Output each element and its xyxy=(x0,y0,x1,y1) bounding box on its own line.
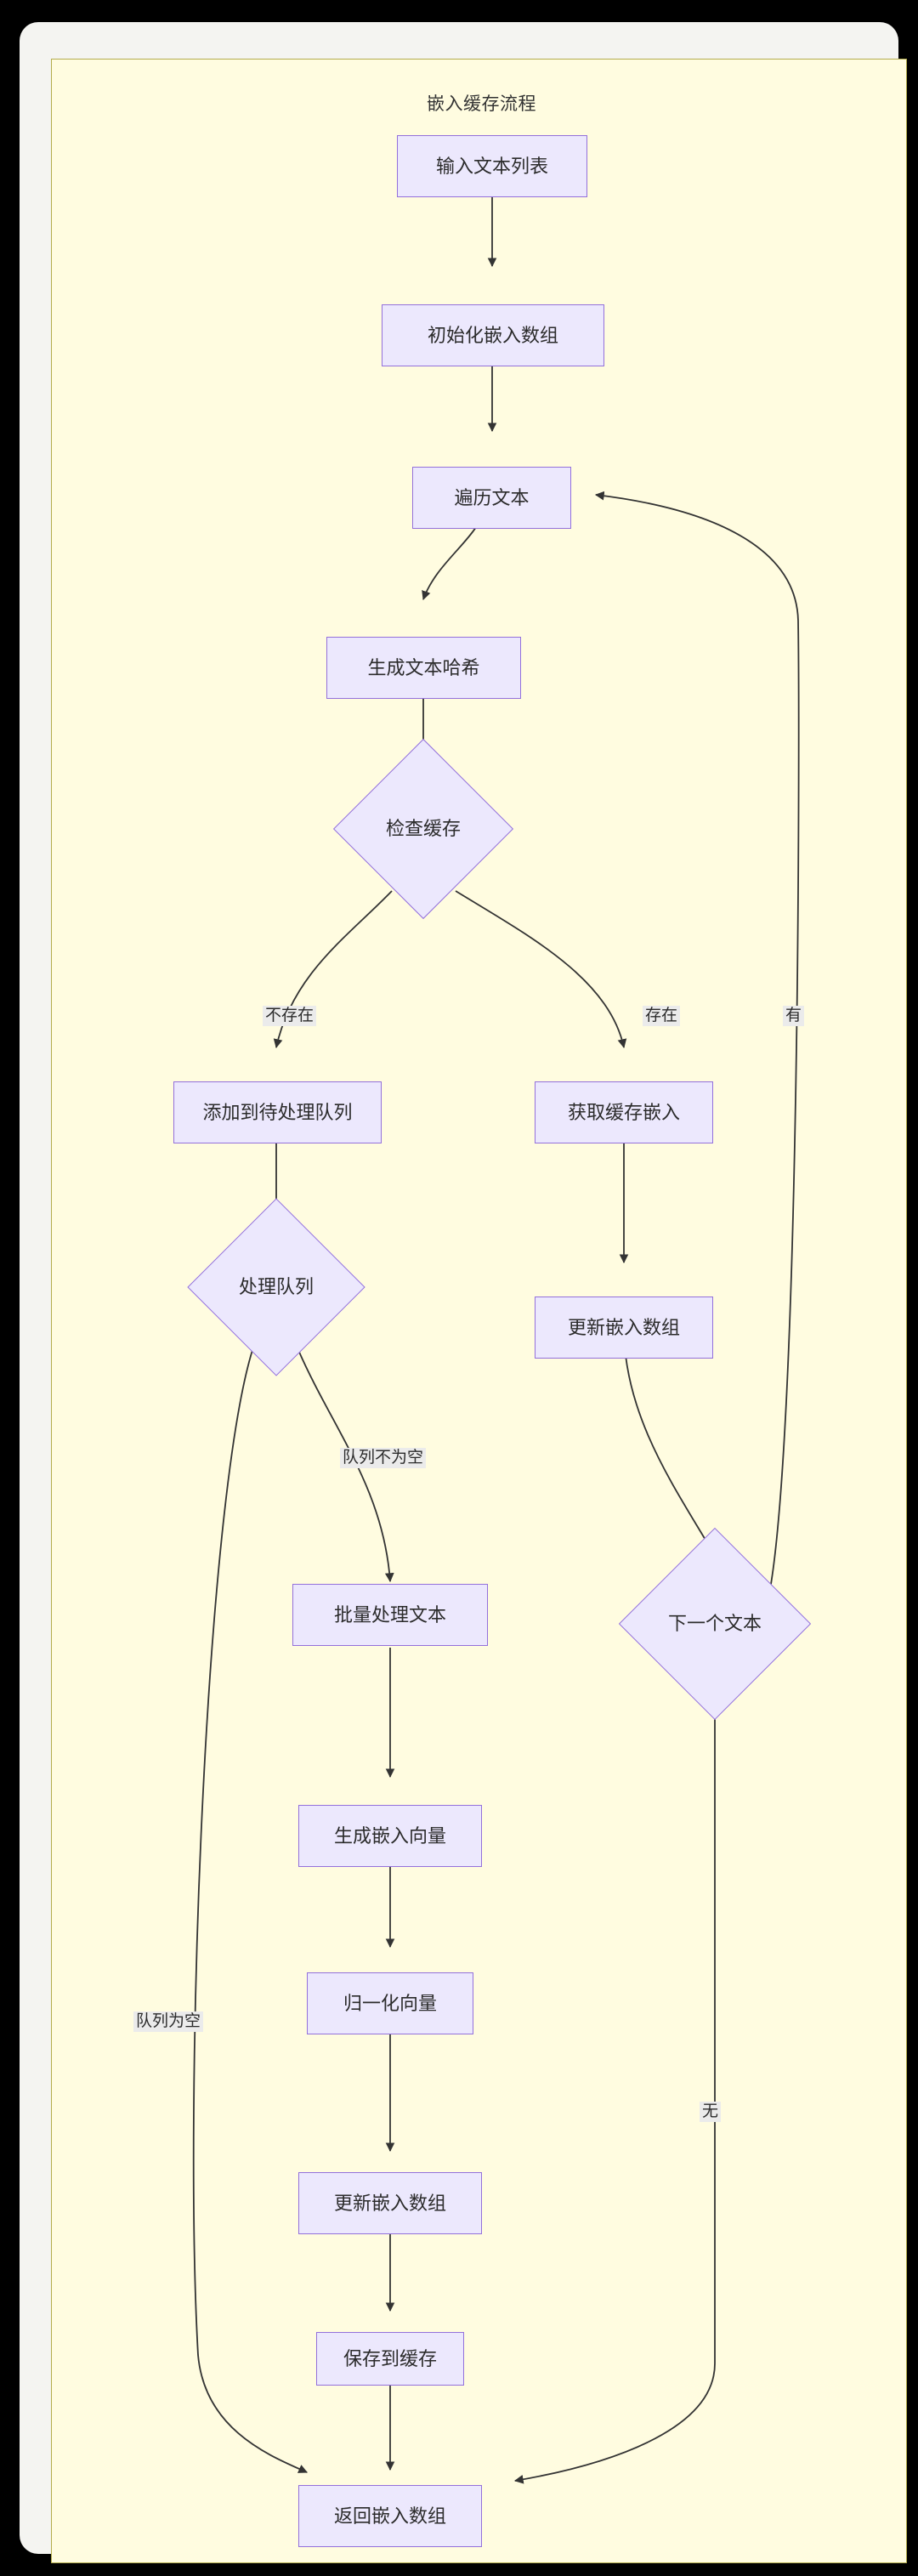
node-label: 输入文本列表 xyxy=(435,155,548,177)
node-add-to-queue[interactable]: 添加到待处理队列 xyxy=(173,1081,382,1143)
node-label: 生成文本哈希 xyxy=(367,656,480,678)
edge-check-to-cached xyxy=(455,890,627,1049)
node-label: 更新嵌入数组 xyxy=(333,2192,446,2214)
node-init-array[interactable]: 初始化嵌入数组 xyxy=(382,304,604,366)
node-label: 处理队列 xyxy=(238,1276,314,1297)
edge-next-to-iterate xyxy=(594,491,800,1616)
diagram-title: 嵌入缓存流程 xyxy=(427,94,536,114)
edge-next-to-return xyxy=(513,1675,716,2484)
edge-label-not-exists: 不存在 xyxy=(263,1006,317,1026)
node-update-array-left[interactable]: 更新嵌入数组 xyxy=(298,2172,482,2234)
node-label: 获取缓存嵌入 xyxy=(567,1101,680,1123)
node-label: 检查缓存 xyxy=(385,818,461,839)
edge-label-no-next: 无 xyxy=(700,2102,722,2122)
edge-label-queue-empty: 队列为空 xyxy=(133,2011,204,2032)
window-frame: 嵌入缓存流程 xyxy=(20,22,907,2563)
node-label: 下一个文本 xyxy=(667,1613,762,1634)
node-next-text[interactable]: 下一个文本 xyxy=(618,1527,812,1721)
edge-label-exists: 存在 xyxy=(643,1006,681,1026)
edge-update-to-next xyxy=(623,1327,716,1557)
node-return-array[interactable]: 返回嵌入数组 xyxy=(298,2485,482,2547)
node-label: 保存到缓存 xyxy=(343,2347,437,2369)
node-gen-vectors[interactable]: 生成嵌入向量 xyxy=(298,1805,482,1867)
edge-process-to-return xyxy=(192,1349,308,2473)
node-label: 生成嵌入向量 xyxy=(333,1824,446,1847)
node-input-texts[interactable]: 输入文本列表 xyxy=(397,135,587,197)
node-normalize[interactable]: 归一化向量 xyxy=(307,1972,473,2034)
node-check-cache[interactable]: 检查缓存 xyxy=(332,738,514,920)
node-iterate-texts[interactable]: 遍历文本 xyxy=(412,467,571,529)
node-label: 更新嵌入数组 xyxy=(567,1316,680,1338)
edge-label-has-next: 有 xyxy=(783,1006,805,1026)
node-gen-hash[interactable]: 生成文本哈希 xyxy=(326,637,521,699)
flowchart-canvas: 嵌入缓存流程 xyxy=(51,59,907,2563)
node-label: 归一化向量 xyxy=(343,1992,437,2014)
node-batch-process[interactable]: 批量处理文本 xyxy=(292,1584,488,1646)
edge-label-queue-not-empty: 队列不为空 xyxy=(340,1448,427,1468)
node-label: 添加到待处理队列 xyxy=(202,1101,353,1123)
node-process-queue[interactable]: 处理队列 xyxy=(187,1198,366,1376)
node-save-cache[interactable]: 保存到缓存 xyxy=(316,2332,464,2386)
node-label: 遍历文本 xyxy=(454,486,530,508)
node-get-cached[interactable]: 获取缓存嵌入 xyxy=(535,1081,713,1143)
node-update-array-right[interactable]: 更新嵌入数组 xyxy=(535,1297,713,1359)
node-label: 初始化嵌入数组 xyxy=(427,324,558,346)
node-label: 批量处理文本 xyxy=(333,1603,446,1626)
node-label: 返回嵌入数组 xyxy=(333,2505,446,2527)
